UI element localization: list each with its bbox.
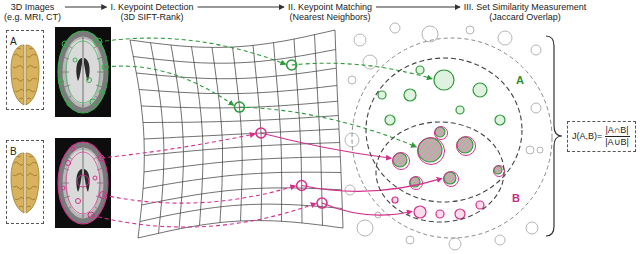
keypoint-circle (406, 236, 414, 244)
set-ellipse: B (376, 122, 522, 222)
set-label: B (512, 192, 520, 204)
step-arrow (198, 7, 285, 8)
formula-box: J(A,B)=|A∩B||A∪B| (567, 121, 636, 152)
matched-circle (393, 153, 410, 170)
keypoint-circle (476, 201, 484, 209)
keypoints-a (58, 31, 108, 113)
keypoint-circle (422, 26, 438, 42)
grid-line (133, 50, 335, 64)
match-arrow (239, 107, 416, 147)
matched-circle (494, 166, 505, 177)
ellipse-outline (376, 122, 522, 222)
keypoint-circle (466, 26, 474, 34)
brace (546, 36, 562, 236)
keypoint-sets (345, 23, 543, 250)
step-arrow (376, 7, 460, 8)
keypoint-circle (434, 70, 454, 90)
grid-line (143, 116, 338, 123)
grid-line (143, 172, 341, 188)
keypoint-circle (363, 55, 377, 69)
match-arrow (292, 63, 432, 79)
matched-circle (457, 137, 476, 156)
keypoint-circle (385, 115, 395, 125)
step-arrow (65, 7, 107, 8)
matched-circle (410, 177, 423, 190)
keypoint-circle (495, 115, 505, 125)
image-box: B (6, 140, 44, 224)
grid-line (144, 157, 340, 172)
deformation-grid (130, 30, 343, 238)
keypoint-circle (357, 220, 373, 236)
detection-arrow (105, 66, 234, 105)
brain-image (11, 153, 39, 213)
keypoint-circle (416, 66, 424, 74)
keypoint-circle (526, 146, 534, 154)
keypoint-circle (455, 209, 465, 219)
numerator: |A∩B| (605, 125, 630, 137)
keypoint-circle (498, 31, 512, 45)
keypoint-circle (537, 147, 543, 153)
box-label: B (7, 145, 20, 159)
keypoint-circle (354, 34, 366, 46)
detection-arrow (91, 203, 316, 227)
detection-arrow (101, 134, 255, 158)
keypoint-circle (390, 23, 400, 33)
set-label: A (516, 74, 524, 86)
match-links (91, 38, 442, 227)
box-label: A (7, 35, 20, 49)
step-label: III. Set Similarity Measurement (Jaccard… (463, 2, 587, 22)
step-label: I. Keypoint Detection (3D SIFT-Rank) (110, 2, 195, 22)
keypoint-circle (345, 185, 355, 195)
image-box: A (6, 30, 44, 110)
grid-line (140, 204, 342, 221)
keypoint-circle (449, 238, 461, 250)
formula-text: J(A,B)= (572, 131, 602, 142)
grid-line (130, 30, 335, 47)
grid-line (139, 86, 337, 94)
fraction: |A∩B||A∪B| (604, 125, 630, 148)
keypoint-circle (348, 76, 356, 84)
keypoint-circle (436, 210, 444, 218)
keypoint-circle (495, 235, 505, 245)
mri-slice (55, 27, 111, 117)
step-label: II. Keypoint Matching (Nearest Neighbors… (287, 2, 373, 22)
match-arrow (302, 178, 442, 191)
detection-arrow (103, 186, 296, 203)
keypoint-circle (404, 89, 416, 101)
mri-slice (55, 138, 111, 228)
keypoint-circle (414, 206, 426, 218)
ellipse-outline (376, 122, 504, 222)
grid-line (130, 40, 144, 238)
matched-circle (444, 172, 459, 187)
detection-arrow (98, 38, 286, 64)
grid-line (142, 188, 342, 205)
set-ellipse: A (364, 56, 532, 204)
keypoint-circle (526, 222, 538, 234)
match-arrow (261, 133, 391, 158)
matched-circle (435, 127, 448, 140)
keypoint-circle (456, 106, 464, 114)
keypoint-circle (473, 83, 487, 97)
keypoint-circle (392, 197, 398, 203)
matched-circle (418, 138, 445, 165)
grid-line (136, 68, 336, 79)
denominator: |A∪B| (604, 137, 630, 148)
keypoint-circle (378, 91, 386, 99)
ellipse-outline (366, 58, 522, 202)
match-arrow (322, 203, 412, 215)
keypoints-b (58, 142, 108, 224)
keypoint-circle (531, 103, 541, 113)
step-label: 3D Images (e.g. MRI, CT) (3, 2, 62, 22)
grid-line (144, 129, 339, 139)
ellipse-outline (364, 56, 532, 204)
brain-image (11, 45, 39, 105)
universe-circle (352, 38, 552, 238)
keypoint-circle (531, 45, 541, 55)
